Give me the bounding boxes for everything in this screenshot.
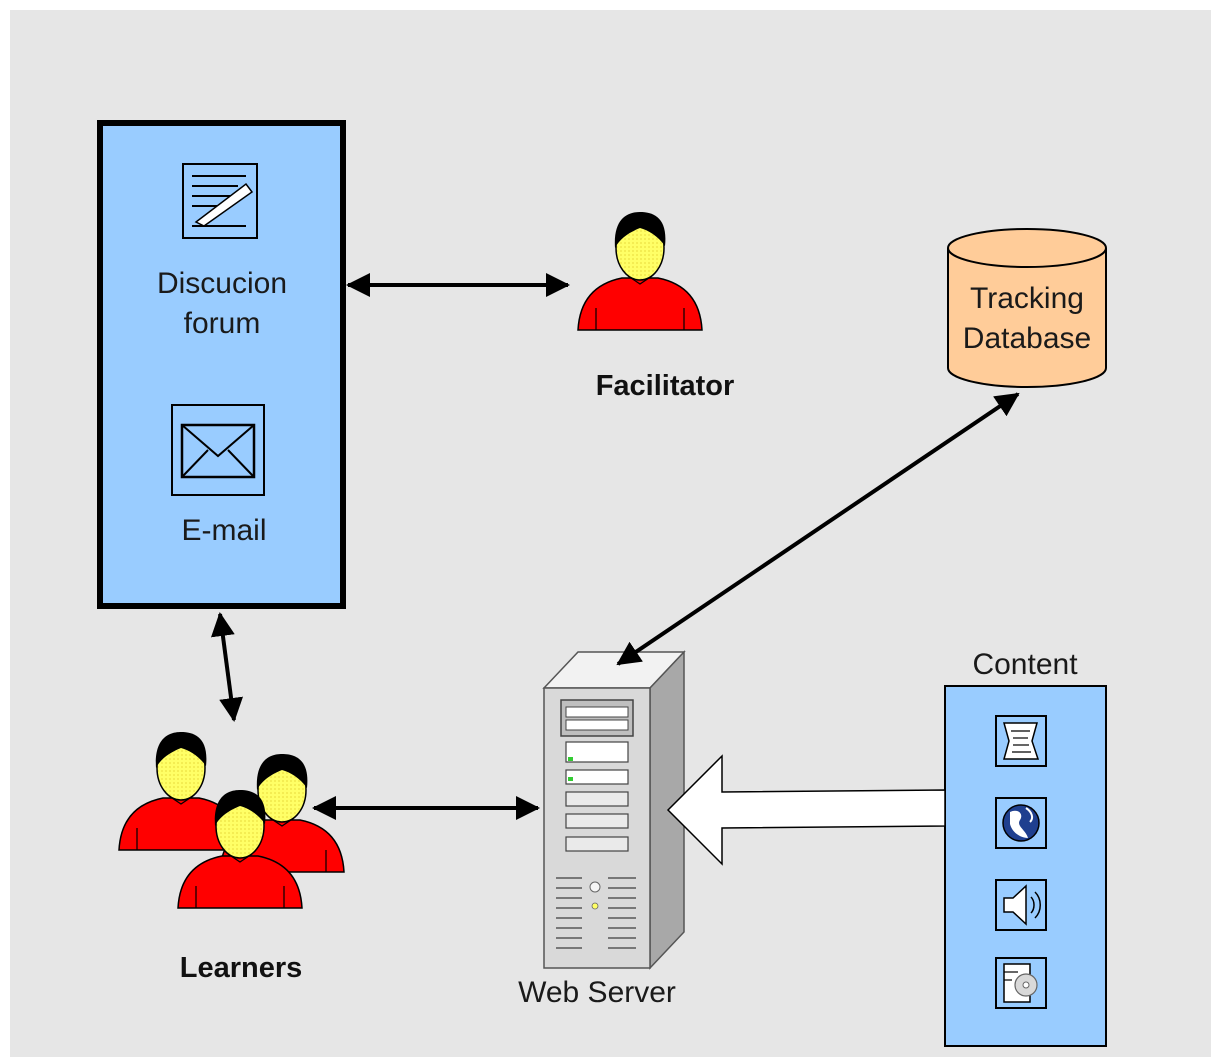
content-label: Content xyxy=(972,648,1078,681)
globe-icon xyxy=(995,797,1047,849)
tracking-database: Tracking Database xyxy=(947,228,1107,388)
document-pen-icon xyxy=(182,163,258,239)
content-panel xyxy=(944,685,1107,1047)
database-label-line1: Tracking xyxy=(970,282,1084,315)
web-server-label: Web Server xyxy=(518,976,676,1009)
database-label-line2: Database xyxy=(963,322,1091,355)
communication-panel: Discucion forum E-mail xyxy=(97,120,346,609)
content-delivery-arrow xyxy=(666,754,946,866)
server-database-arrow xyxy=(616,392,1020,666)
facilitator-label: Facilitator xyxy=(596,370,735,402)
media-file-icon xyxy=(995,957,1047,1009)
forum-learners-arrow xyxy=(210,612,244,722)
forum-label-line2: forum xyxy=(184,307,261,340)
email-label: E-mail xyxy=(181,514,266,547)
web-server xyxy=(542,650,686,970)
speaker-icon xyxy=(995,879,1047,931)
text-document-icon xyxy=(995,715,1047,767)
learners-label: Learners xyxy=(180,952,303,984)
envelope-icon xyxy=(171,404,265,496)
forum-label-line1: Discucion xyxy=(157,267,287,300)
